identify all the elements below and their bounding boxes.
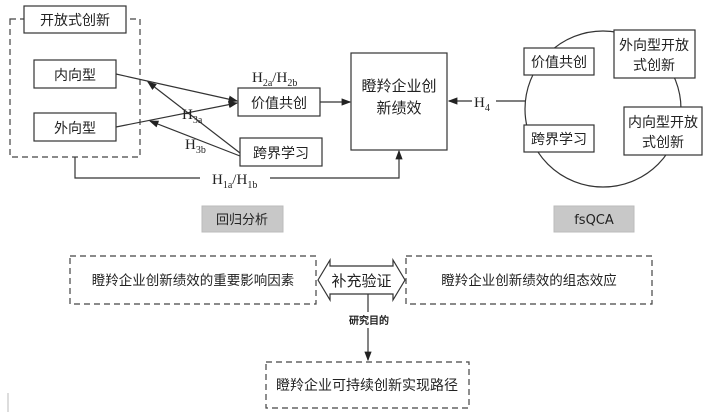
fs-outbound-line1: 外向型开放 bbox=[619, 38, 689, 54]
h4-label: H4 bbox=[474, 95, 490, 114]
key-factors-label: 瞪羚企业创新绩效的重要影响因素 bbox=[92, 272, 295, 289]
open-innovation-title: 开放式创新 bbox=[40, 13, 110, 29]
open-innovation-title-box bbox=[23, 5, 127, 34]
fs-boundary-learning-box bbox=[523, 124, 595, 153]
h2-label: H2a/H2b bbox=[252, 70, 297, 89]
moderation-arrow-h3b bbox=[148, 120, 241, 157]
h1-label: H1a/H1b bbox=[212, 172, 257, 191]
configuration-effects-box bbox=[405, 255, 653, 305]
purpose-label-bg bbox=[344, 312, 394, 328]
value-cocreation-label: 价值共创 bbox=[251, 96, 307, 112]
moderation-arrow-h3a bbox=[147, 81, 241, 154]
h1-path-right bbox=[270, 149, 403, 179]
inbound-label: 内向型 bbox=[54, 68, 96, 84]
value-cocreation-box bbox=[237, 87, 321, 117]
fs-inbound-line1: 内向型开放 bbox=[628, 115, 698, 131]
boundary-learning-label: 跨界学习 bbox=[253, 146, 309, 162]
innovation-performance-line1: 瞪羚企业创 bbox=[361, 77, 436, 95]
configuration-effects-label: 瞪羚企业创新绩效的组态效应 bbox=[441, 272, 617, 289]
fs-outbound-box bbox=[613, 29, 696, 79]
h3b-label: H3b bbox=[185, 137, 206, 156]
supplement-validation-label: 补充验证 bbox=[331, 272, 391, 290]
sustainable-path-label: 瞪羚企业可持续创新实现路径 bbox=[276, 377, 458, 394]
sustainable-path-box bbox=[265, 361, 470, 409]
purpose-label: 研究目的 bbox=[349, 314, 389, 327]
arrow-outbound-to-value bbox=[115, 101, 239, 128]
h1-path-left bbox=[74, 157, 200, 179]
boundary-learning-box bbox=[239, 137, 323, 167]
fsqca-method-badge bbox=[553, 205, 635, 233]
innovation-performance-box bbox=[350, 52, 448, 151]
innovation-performance-line2: 新绩效 bbox=[376, 99, 421, 117]
fs-outbound-line2: 式创新 bbox=[633, 58, 675, 74]
regression-method-label: 回归分析 bbox=[216, 213, 268, 228]
outbound-label: 外向型 bbox=[54, 121, 96, 137]
regression-method-badge bbox=[201, 205, 284, 233]
key-factors-box bbox=[69, 255, 317, 305]
arrow-inbound-to-value bbox=[115, 73, 239, 103]
fs-value-cocreation-box bbox=[523, 47, 595, 76]
fs-inbound-box bbox=[623, 106, 703, 156]
fs-value-cocreation-label: 价值共创 bbox=[531, 55, 587, 71]
double-arrow-supplement bbox=[317, 257, 406, 303]
fs-boundary-learning-label: 跨界学习 bbox=[531, 132, 587, 148]
h3a-label: H3a bbox=[182, 107, 203, 126]
fsqca-method-label: fsQCA bbox=[574, 213, 614, 228]
fs-inbound-line2: 式创新 bbox=[642, 135, 684, 151]
